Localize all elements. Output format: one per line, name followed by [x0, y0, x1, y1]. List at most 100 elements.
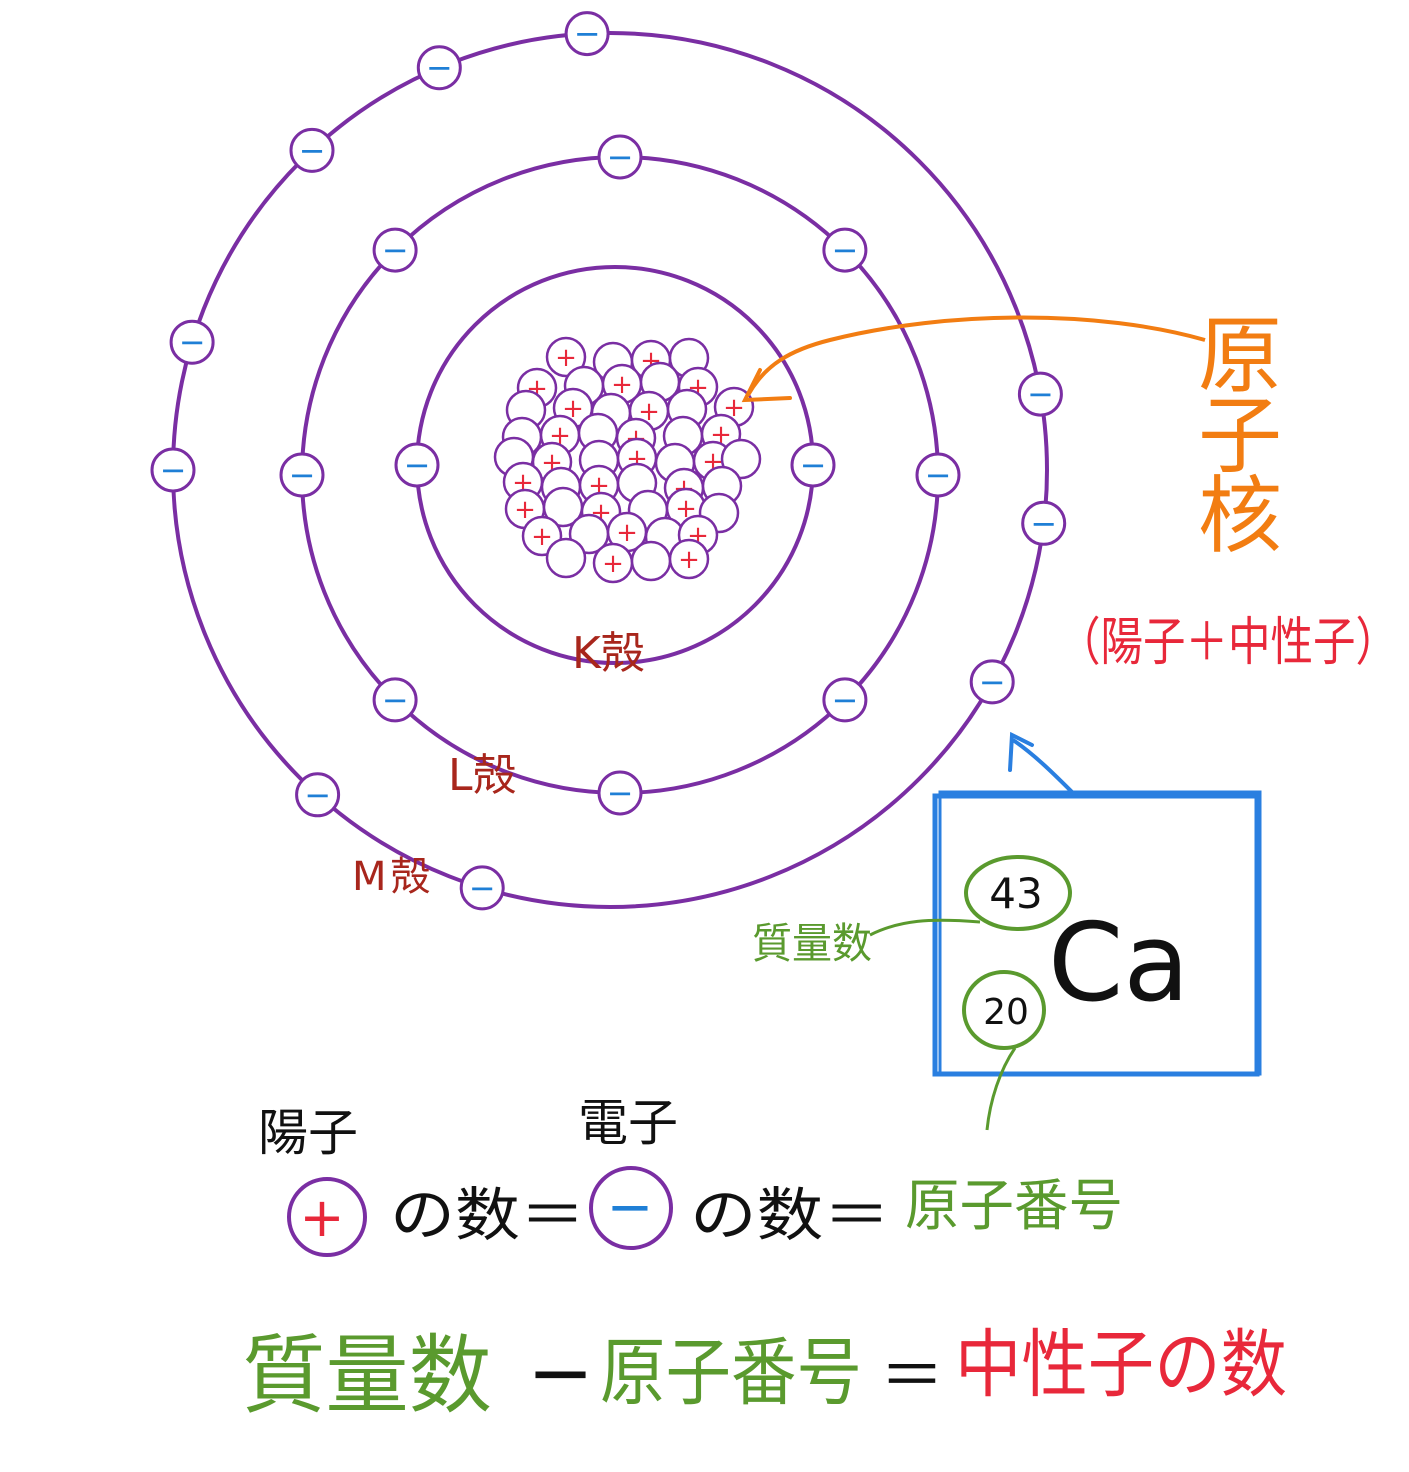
- formula1-proton-circle: [287, 1177, 367, 1257]
- electron-circle: [822, 677, 868, 723]
- formula1-part2: の数＝: [690, 1181, 890, 1249]
- formula2-result: 中性子の数: [955, 1322, 1287, 1408]
- proton: +: [592, 542, 634, 584]
- electron-sign: −: [289, 456, 316, 494]
- electron: −: [790, 442, 836, 488]
- electron: −: [279, 452, 325, 498]
- electrons: −−−−−−−−−−−−−−−−−−−−: [150, 11, 1067, 911]
- mass-label-line: [869, 918, 981, 937]
- electron: −: [394, 442, 440, 488]
- electron: −: [150, 447, 196, 493]
- electron: −: [969, 659, 1015, 705]
- electron: −: [915, 452, 961, 498]
- electron-circle: [169, 319, 215, 365]
- electron-circle: [150, 447, 196, 493]
- nucleus-pointer-line: [746, 315, 1206, 396]
- proton: +: [545, 336, 587, 378]
- neutron: [545, 537, 587, 579]
- electron: −: [416, 45, 462, 91]
- neutron-circle: [630, 540, 672, 582]
- electron: −: [597, 770, 643, 816]
- electron-sign: −: [304, 776, 331, 814]
- electron-sign: −: [800, 446, 827, 484]
- nucleus-composition: （陽子＋中性子）: [1058, 613, 1398, 673]
- electron-circle: [459, 865, 505, 911]
- proton-circle: [668, 538, 710, 580]
- electron-circle: [597, 770, 643, 816]
- formula1-electron-label: 電子: [578, 1094, 678, 1152]
- neutron-circle: [545, 537, 587, 579]
- electron-circle: [822, 227, 868, 273]
- formula1-proton-sign: +: [299, 1186, 344, 1249]
- electron-sign: −: [607, 774, 634, 812]
- electron-sign: −: [607, 138, 634, 176]
- proton: +: [606, 511, 648, 553]
- electron-circle: [564, 11, 610, 57]
- electron-sign: −: [179, 323, 206, 361]
- electron: −: [295, 772, 341, 818]
- nucleus-pointer-arrowhead: [741, 368, 792, 403]
- electron-sign: −: [404, 446, 431, 484]
- electron: −: [822, 227, 868, 273]
- proton-sign: +: [678, 545, 700, 575]
- electron: −: [1021, 500, 1067, 546]
- proton-circle: [545, 336, 587, 378]
- electron-sign: −: [160, 451, 187, 489]
- mass-number-label: 質量数: [752, 919, 872, 968]
- atomic-number: 20: [983, 992, 1029, 1033]
- electron-circle: [289, 127, 335, 173]
- proton: +: [668, 538, 710, 580]
- l-shell-label: L殻: [448, 750, 517, 801]
- formula2-number: 原子番号: [600, 1330, 862, 1416]
- formula2-minus: −: [527, 1326, 594, 1419]
- electron: −: [822, 677, 868, 723]
- electron-sign: −: [1027, 375, 1054, 413]
- formula2-eq: ＝: [880, 1340, 944, 1414]
- electron-sign: −: [979, 663, 1006, 701]
- electron-sign: −: [831, 681, 858, 719]
- electron-circle: [790, 442, 836, 488]
- nucleus: +++++++++++++++++++++++++: [493, 336, 762, 584]
- electron-circle: [915, 452, 961, 498]
- electron: −: [372, 677, 418, 723]
- proton-sign: +: [611, 370, 633, 400]
- proton-sign: +: [514, 495, 536, 525]
- electron-circle: [295, 772, 341, 818]
- electron-sign: −: [1030, 504, 1057, 542]
- proton-sign: +: [555, 343, 577, 373]
- electron-sign: −: [831, 231, 858, 269]
- electron-circle: [394, 442, 440, 488]
- electron-circle: [969, 659, 1015, 705]
- formula1-electron-sign: −: [607, 1175, 654, 1240]
- proton-sign: +: [602, 549, 624, 579]
- neutron: [630, 540, 672, 582]
- element-symbol: Ca: [1048, 901, 1190, 1026]
- formula1-proton-label: 陽子: [258, 1104, 358, 1162]
- formula1-electron-circle: [589, 1166, 673, 1250]
- mass-number-circle: [964, 855, 1072, 931]
- formula1-part1: の数＝: [390, 1181, 585, 1249]
- electron: −: [289, 127, 335, 173]
- electron-sign: −: [299, 131, 326, 169]
- nucleus-label-char: 子: [1198, 387, 1282, 485]
- k-shell-label: K殻: [572, 628, 645, 679]
- atomic-number-pointer-line: [985, 1047, 1017, 1131]
- electron-sign: −: [925, 456, 952, 494]
- formula2-mass: 質量数: [242, 1326, 492, 1426]
- mass-number: 43: [989, 869, 1042, 918]
- electron: −: [597, 134, 643, 180]
- nucleus-label-char: 原: [1198, 307, 1282, 405]
- proton-sign: +: [616, 518, 638, 548]
- electron-sign: −: [574, 15, 601, 53]
- electron-circle: [597, 134, 643, 180]
- proton-sign: +: [531, 522, 553, 552]
- atomic-number-circle: [962, 970, 1046, 1050]
- electron: −: [169, 319, 215, 365]
- electron: −: [372, 227, 418, 273]
- electron: −: [564, 11, 610, 57]
- electron-sign: −: [382, 231, 409, 269]
- electron-circle: [372, 677, 418, 723]
- electron-circle: [1021, 500, 1067, 546]
